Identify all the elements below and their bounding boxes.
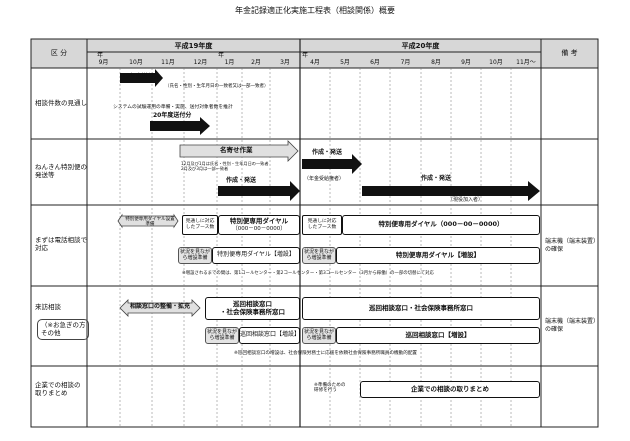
note-visit: ※巡回相談窓口の増設は、社会保険労務士に応援を依頼社会保険事務所職員の機動的配置	[234, 351, 418, 356]
special-dial-label: 特別便専用ダイヤル	[229, 217, 289, 226]
tour-window-box-2: 巡回相談窓口・社会保険事務所窓口	[302, 297, 540, 320]
year-mark-19: 年	[97, 52, 104, 59]
month-label: 11月～	[516, 59, 536, 66]
month-label: 12月	[193, 59, 208, 66]
month-label: 9月	[461, 59, 471, 66]
remark-terminal-1: 端末機（端末装置） の確保	[545, 238, 600, 253]
row-label-outlook: 相談件数の見通し	[35, 99, 87, 107]
arrow-fy19-send	[120, 69, 163, 87]
label-send-pensioner: 作成・発送	[312, 149, 343, 156]
booths-box-2: 見通しに対応 したブース数	[302, 215, 342, 235]
month-label: 10月	[489, 59, 503, 66]
year-mark-20b: 年	[302, 52, 309, 59]
year-mark-20a: 年	[218, 52, 225, 59]
month-label: 4月	[310, 59, 320, 66]
header-fy19: 平成19年度	[174, 42, 213, 50]
month-label: 7月	[400, 59, 411, 66]
month-label: 11月	[161, 59, 175, 66]
tour-window-box-1: 巡回相談窓口 ・社会保険事務所窓口	[205, 297, 300, 320]
month-label: 5月	[340, 59, 350, 66]
note-fy19-send: （氏名・性別・生年月日の一致者又は一部一致者）	[165, 84, 269, 89]
month-label: 3月	[280, 59, 290, 66]
header-category: 区 分	[50, 49, 68, 57]
expansion-prep-box-4: 状況を見なが ら増設準備	[302, 327, 336, 344]
row-label-phone: まずは電話相談で 対応	[35, 236, 87, 253]
tour-expansion-box-2: 巡回相談窓口【増設】	[336, 327, 540, 344]
note-name-matching: 12月及び1月は氏名・性別・生年月日の一致者 2月及び3月は一部一致者	[181, 161, 269, 171]
arrow-send-current	[362, 181, 540, 201]
note-phone: ※増設されるまでの間は、第1コールセンター・第2コールセンター・第3コールセンタ…	[182, 271, 434, 276]
note-training: ※準備のための 研修を行う	[314, 383, 346, 394]
arrow-window-prep	[119, 299, 201, 317]
special-dial-box-2: 特別便専用ダイヤル（000－00－0000）	[342, 215, 540, 235]
row-label-company: 企業での相談の 取りまとめ	[35, 381, 81, 398]
row-label-special-mail: ねんきん特別便の 発送等	[35, 163, 87, 180]
month-label: 8月	[431, 59, 441, 66]
label-fy20-send: 20年度送付分	[153, 112, 192, 119]
arrow-dial-prep	[117, 213, 179, 229]
label-window-prep: 相談窓口の整備・拡充	[129, 303, 190, 310]
tour-expansion-box-1: 巡回相談窓口【増設】	[239, 327, 300, 344]
special-dial-box-1: 特別便専用ダイヤル （000－00－0000）	[218, 215, 300, 235]
expansion-prep-box-2: 状況を見なが ら増設準備	[302, 247, 336, 264]
dial-expansion-box-2: 特別便専用ダイヤル【増設】	[336, 247, 540, 264]
label-dial-prep: 特別便専用ダイヤル設置準備	[125, 217, 175, 228]
arrow-fy20-send	[150, 117, 210, 135]
month-label: 1月	[224, 59, 235, 66]
label-fy19-send: 19年度送付分	[122, 73, 160, 80]
note-system: システムの試験運用の準備・実施、送付対象者数を推計	[113, 105, 233, 110]
header-fy20: 平成20年度	[401, 42, 440, 50]
arrow-send-pensioner	[302, 154, 362, 174]
label-current: （現役加入者）	[448, 197, 484, 203]
row-sublabel-visit: （※お急ぎの方 その他	[37, 319, 90, 340]
page-title: 年金記録適正化実施工程表（相談関係）概要	[235, 6, 395, 15]
company-summary-box: 企業での相談の取りまとめ	[360, 381, 540, 398]
month-label: 10月	[129, 59, 143, 66]
month-label: 2月	[251, 59, 261, 66]
special-dial-number: （000－00－0000）	[232, 225, 286, 232]
booths-box-1: 見通しに対応 したブース数	[182, 215, 218, 235]
label-name-matching: 名寄せ作業	[220, 146, 253, 154]
expansion-prep-box-1: 状況を見なが ら増設準備	[178, 247, 212, 264]
row-label-visit: 来訪相談	[35, 303, 61, 311]
arrow-name-matching	[179, 140, 299, 162]
arrow-send-1	[218, 181, 300, 201]
header-remarks: 備 考	[561, 49, 578, 57]
month-label: 6月	[370, 59, 380, 66]
label-pensioner: （年金受給権者）	[304, 176, 345, 182]
expansion-prep-box-3: 状況を見なが ら増設準備	[205, 327, 239, 344]
remark-terminal-2: 端末機（端末装置） の確保	[545, 318, 600, 333]
label-send-current: 作成・発送	[421, 175, 452, 182]
label-send-1: 作成・発送	[226, 177, 257, 184]
month-label: 9月	[98, 59, 109, 66]
dial-expansion-box-1: 特別便専用ダイヤル【増設】	[212, 247, 300, 264]
